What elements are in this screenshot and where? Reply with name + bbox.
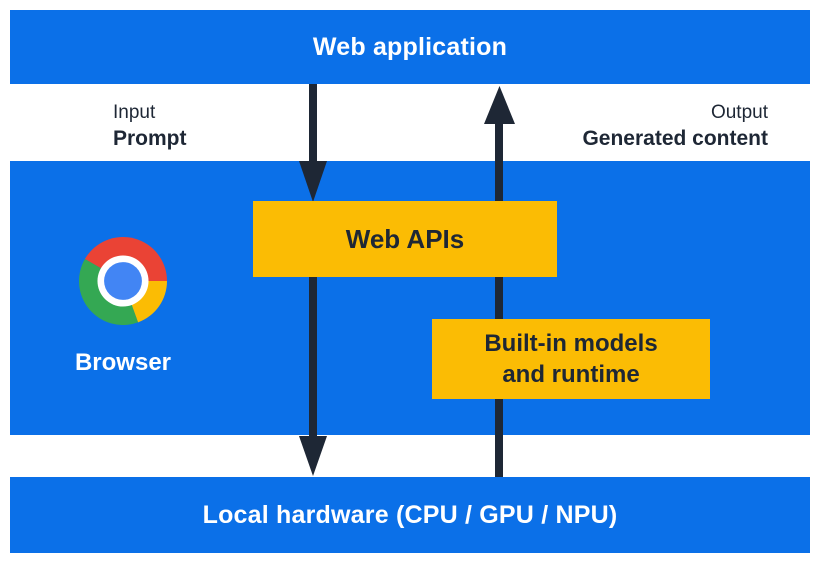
web-apis-label: Web APIs (345, 223, 465, 254)
output-label: Output (710, 102, 768, 123)
down-arrow-shaft-lower (309, 277, 317, 440)
browser-label: Browser (74, 349, 172, 376)
local-hardware-bar: Local hardware (CPU / GPU / NPU) (10, 477, 810, 553)
web-application-label: Web application (312, 32, 508, 61)
builtin-models-label-line1: Built-in models (484, 330, 658, 357)
web-apis-box: Web APIs (253, 201, 557, 277)
up-arrow-shaft (495, 120, 503, 477)
builtin-models-box: Built-in models and runtime (432, 319, 710, 399)
generated-content-label: Generated content (582, 127, 768, 150)
down-arrow-shaft-upper (309, 84, 317, 166)
output-generated-content-label: Output Generated content (582, 100, 768, 152)
input-prompt-label: Input Prompt (113, 100, 187, 152)
chrome-logo-icon (79, 237, 167, 325)
input-label: Input (113, 102, 156, 123)
web-application-bar: Web application (10, 10, 810, 84)
local-hardware-label: Local hardware (CPU / GPU / NPU) (202, 500, 618, 529)
prompt-label: Prompt (113, 127, 187, 150)
down-arrow-head-bottom-icon (299, 436, 327, 476)
up-arrow-head-icon (484, 86, 515, 124)
builtin-models-label-line2: and runtime (502, 361, 640, 388)
